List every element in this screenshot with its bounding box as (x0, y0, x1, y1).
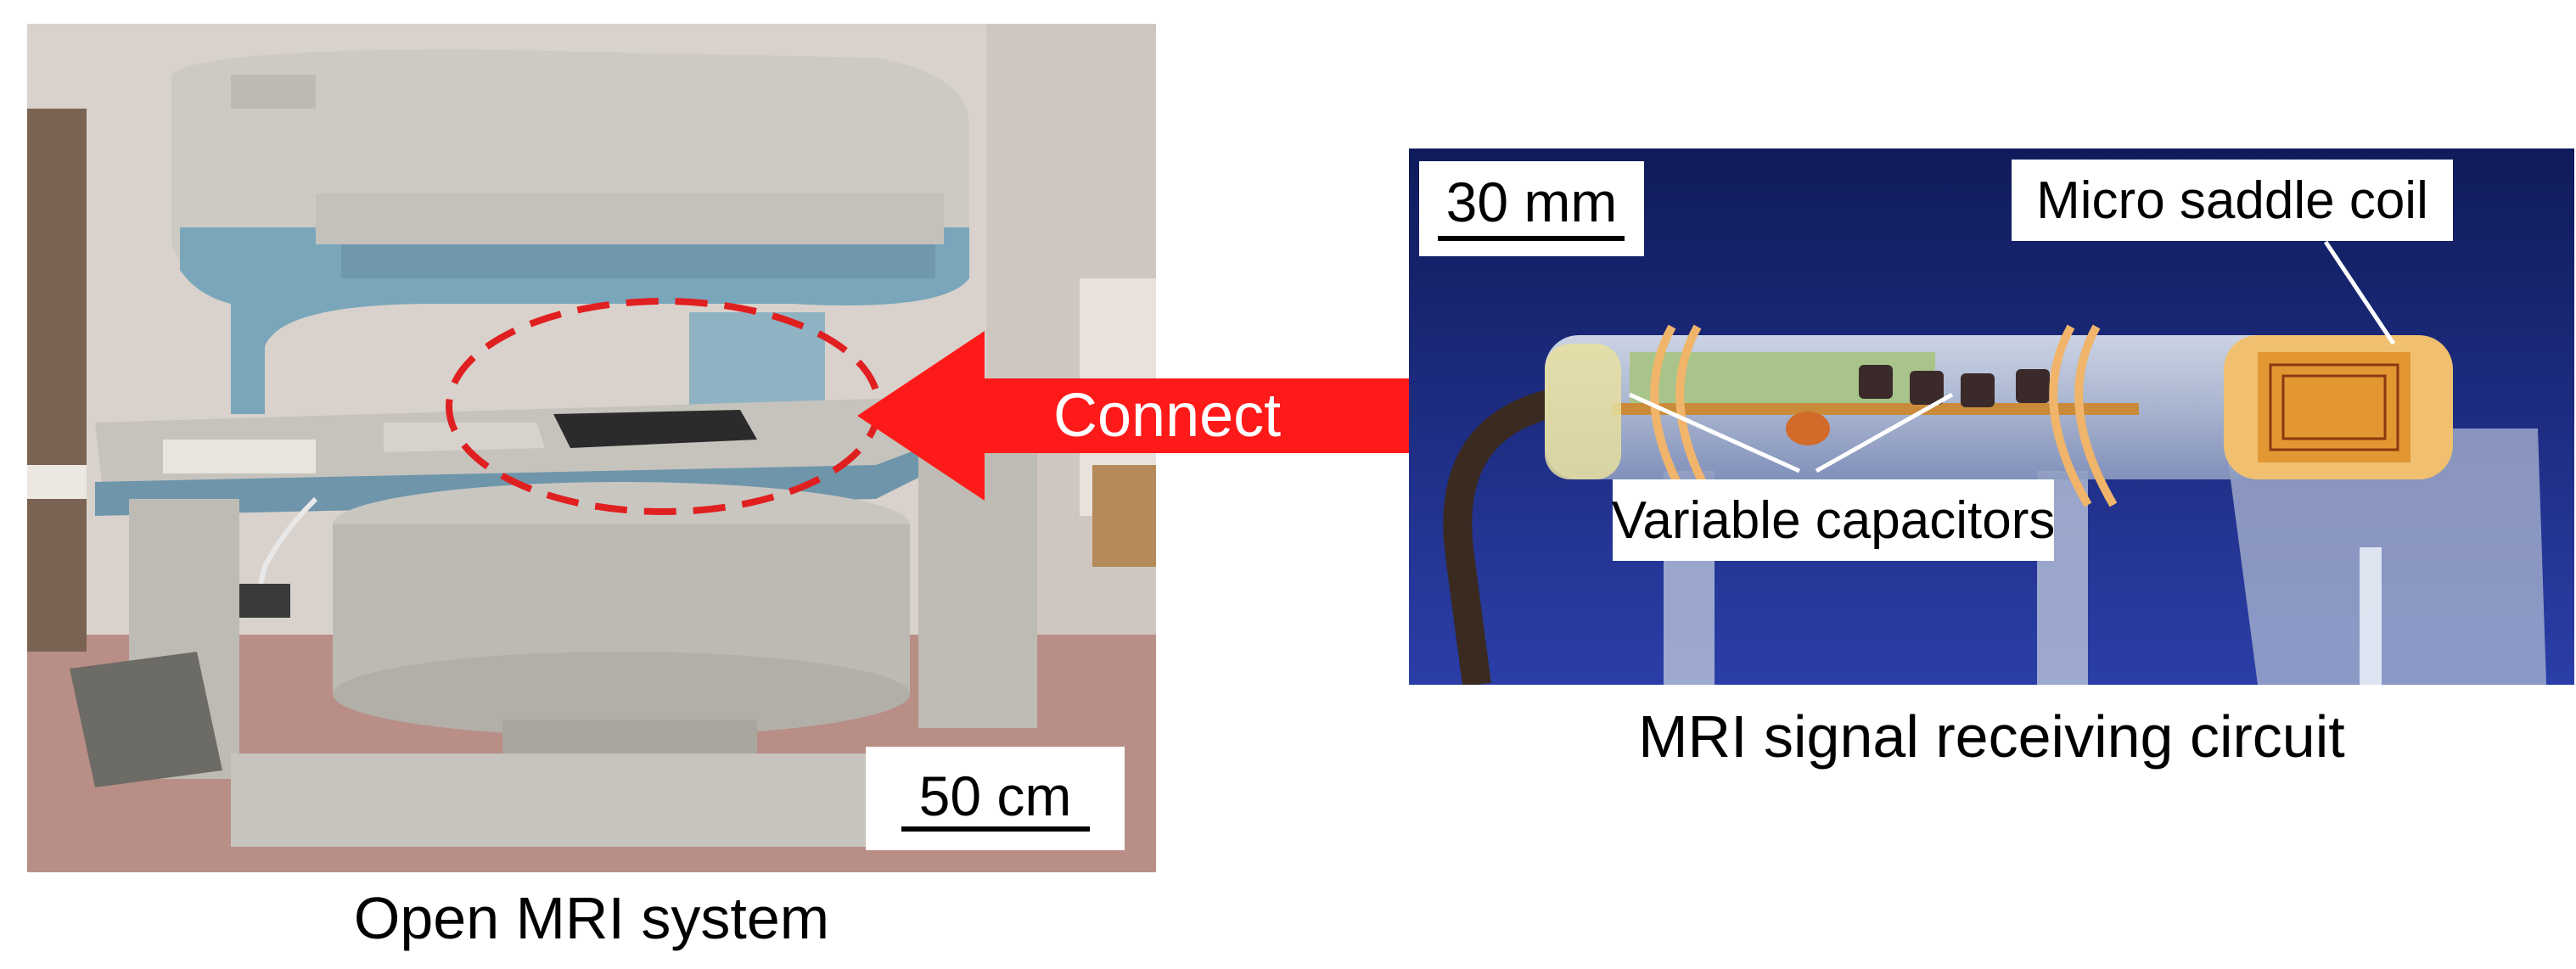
open-mri-illustration (27, 24, 1156, 872)
coil-label: Micro saddle coil (2012, 160, 2453, 241)
coil-pointer (2323, 240, 2396, 345)
left-caption: Open MRI system (353, 885, 830, 951)
scale-bar-label: 30 mm (1445, 171, 1618, 233)
right-caption: MRI signal receiving circuit (1638, 703, 2345, 770)
capacitor-pointer-1 (1628, 392, 1801, 473)
capacitors-label: Variable capacitors (1612, 479, 2055, 561)
scale-bar-line (901, 826, 1090, 832)
scale-bar-label: 50 cm (918, 765, 1072, 827)
scale-bar-50cm: 50 cm (866, 747, 1125, 850)
capacitor-pointer-2 (1815, 392, 1954, 473)
connect-arrow (857, 331, 1409, 501)
scale-bar-line (1438, 236, 1625, 241)
open-mri-photo (27, 24, 1156, 872)
connect-label: Connect (1053, 382, 1282, 450)
scale-bar-30mm: 30 mm (1419, 161, 1644, 256)
